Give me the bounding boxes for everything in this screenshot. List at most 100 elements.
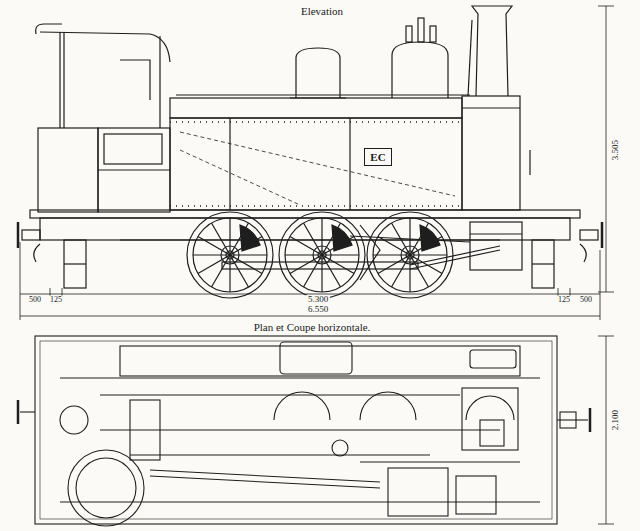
drawing-stroke: [462, 388, 518, 450]
drawing-stroke: [170, 118, 462, 210]
drawing-stroke: [456, 476, 496, 514]
drawing-stroke: [130, 454, 430, 455]
drawing-stroke: [360, 392, 416, 420]
drawing-stroke: [606, 336, 607, 524]
drawing-stroke: [418, 18, 424, 42]
drawing-stroke: [406, 26, 412, 42]
drawing-stroke: [35, 336, 557, 524]
drawing-stroke: [59, 32, 60, 128]
drawing-stroke: [532, 263, 554, 264]
drawing-stroke: [480, 420, 504, 446]
drawing-stroke: [187, 212, 273, 298]
drawing-stroke: [430, 26, 436, 42]
drawing-stroke: [410, 250, 500, 269]
drawing-stroke: [360, 461, 520, 462]
drawing-stroke: [470, 233, 522, 234]
drawing-stroke: [20, 316, 600, 317]
drawing-stroke: [176, 94, 470, 95]
drawing-stroke: [170, 205, 462, 207]
drawing-stroke: [150, 470, 380, 482]
drawing-stroke: [470, 350, 516, 368]
drawing-stroke: [360, 225, 380, 280]
drawing-stroke: [606, 6, 607, 292]
drawing-stroke: [580, 244, 586, 262]
dimension-label: 125: [48, 296, 64, 305]
drawing-stroke: [392, 42, 448, 98]
drawing-stroke: [410, 246, 500, 265]
drawing-stroke: [350, 236, 470, 242]
drawing-stroke: [17, 222, 20, 248]
drawing-stroke: [332, 440, 348, 456]
drawing-stroke: [170, 121, 462, 123]
locomotive-plan: [18, 336, 590, 526]
drawing-stroke: [560, 412, 576, 428]
drawing-stroke: [64, 240, 86, 288]
dimension-label: 3.505: [611, 138, 621, 162]
drawing-stroke: [388, 468, 448, 516]
drawing-stroke: [98, 169, 170, 170]
drawing-stroke: [532, 240, 554, 288]
drawing-stroke: [466, 396, 514, 420]
locomotive-elevation: [18, 6, 602, 298]
drawing-stroke: [598, 6, 614, 7]
drawing-stroke: [40, 341, 552, 519]
drawing-stroke: [279, 212, 365, 298]
drawing-stroke: [130, 400, 160, 460]
drawing-stroke: [120, 346, 520, 376]
view-title: Elevation: [299, 5, 345, 17]
dimension-lines: [20, 6, 614, 524]
drawing-stroke: [598, 336, 614, 337]
drawing-stroke: [296, 48, 340, 98]
drawing-stroke: [274, 392, 330, 420]
dimension-label: 500: [578, 296, 594, 305]
drawing-stroke: [600, 250, 601, 320]
drawing-stroke: [22, 230, 40, 240]
drawing-stroke: [598, 292, 614, 293]
drawing-stroke: [60, 406, 88, 434]
drawing-stroke: [529, 150, 530, 175]
drawing-stroke: [557, 419, 588, 420]
drawing-stroke: [349, 118, 350, 210]
drawing-stroke: [159, 36, 160, 128]
drawing-stroke: [68, 450, 144, 526]
drawing-stroke: [280, 342, 352, 374]
drawing-stroke: [63, 32, 64, 128]
plate-text: EC: [370, 152, 385, 163]
drawing-stroke: [468, 20, 472, 96]
drawing-stroke: [104, 134, 162, 164]
view-title: Plan et Coupe horizontale.: [252, 321, 373, 333]
drawing-stroke: [100, 394, 460, 395]
drawing-stroke: [38, 128, 98, 212]
drawing-stroke: [76, 458, 136, 518]
drawing-stroke: [120, 60, 150, 100]
drawing-stroke: [150, 476, 380, 488]
drawing-stroke: [20, 242, 21, 320]
drawing-stroke: [589, 408, 592, 432]
drawing-stroke: [462, 96, 520, 210]
dimension-label: 500: [27, 296, 43, 305]
drawing-stroke: [60, 377, 540, 378]
drawing-stroke: [98, 128, 170, 212]
drawing-stroke: [20, 411, 35, 412]
dimension-label: 2.100: [611, 408, 621, 432]
drawing-stroke: [40, 218, 570, 240]
dimension-label: 5.300: [306, 295, 330, 305]
drawing-stroke: [222, 262, 418, 269]
drawing-stroke: [472, 6, 512, 96]
drawing-stroke: [229, 118, 230, 210]
dimension-label: 6.550: [306, 305, 330, 315]
drawing-stroke: [598, 524, 614, 525]
drawing-stroke: [470, 222, 522, 270]
drawing-stroke: [180, 132, 455, 196]
drawing-stroke: [601, 222, 604, 248]
drawing-stroke: [180, 150, 300, 205]
dimension-label: 125: [556, 296, 572, 305]
drawing-stroke: [30, 210, 580, 218]
drawing-stroke: [64, 263, 86, 264]
number-plate: EC: [364, 148, 392, 166]
drawing-stroke: [17, 400, 20, 424]
drawing-stroke: [34, 244, 40, 262]
